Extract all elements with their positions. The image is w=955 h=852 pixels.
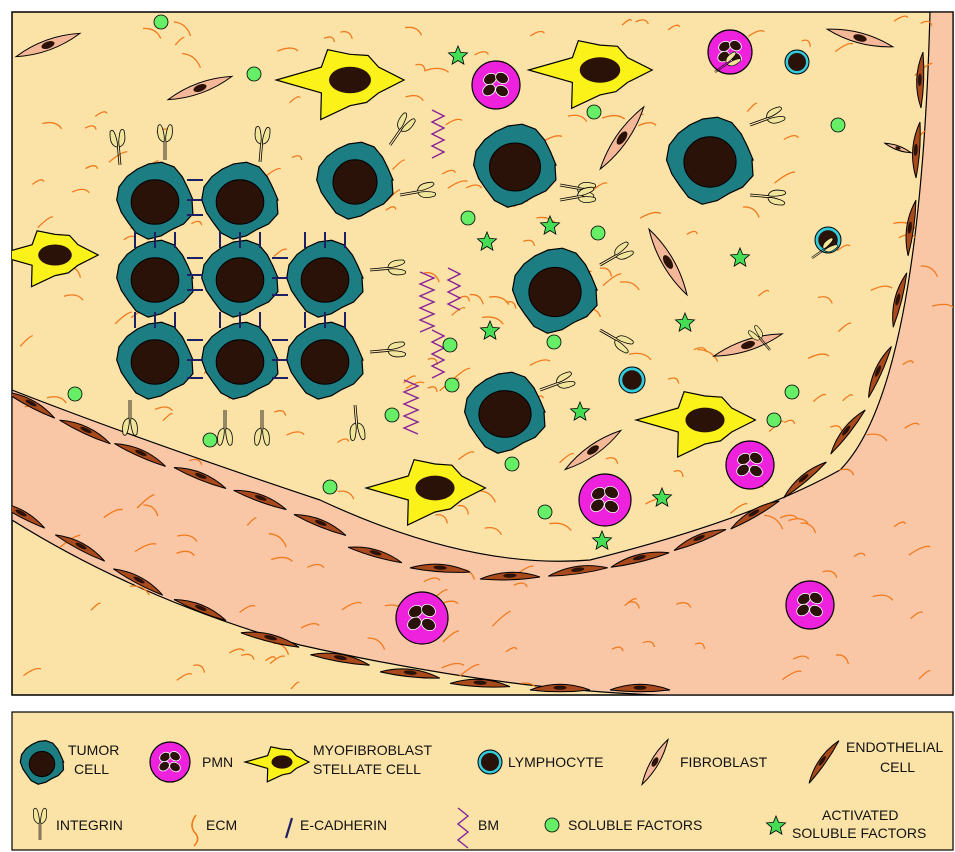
lymphocyte-cell (619, 367, 645, 393)
soluble-factor (68, 387, 82, 401)
tumor-nucleus (301, 258, 349, 302)
legend-label-e-cadherin: E-CADHERIN (300, 817, 387, 833)
pmn-cell (786, 581, 834, 629)
soluble-factor (154, 15, 168, 29)
myofibroblast-nucleus (685, 408, 724, 433)
myofibroblast-nucleus (329, 67, 371, 93)
soluble-factor (461, 211, 475, 225)
legend-label-activated-1: ACTIVATED (822, 807, 899, 823)
legend-label-tumor-2: CELL (74, 761, 109, 777)
legend-label-pmn: PMN (202, 754, 233, 770)
tumor-nucleus (333, 160, 377, 204)
soluble-factor (591, 226, 605, 240)
soluble-factor (203, 433, 217, 447)
myofibroblast-nucleus (580, 57, 621, 83)
pmn-cell (579, 474, 631, 526)
lymphocyte-cell (785, 50, 809, 74)
legend-label-integrin: INTEGRIN (56, 817, 123, 833)
legend-label-endothelial-2: CELL (880, 759, 915, 775)
myofibroblast-nucleus (415, 476, 454, 501)
soluble-factor (831, 118, 845, 132)
tumor-nucleus (216, 340, 264, 384)
tumor-nucleus (529, 267, 581, 316)
soluble-factor (385, 408, 399, 422)
soluble-factor (247, 67, 261, 81)
tumor-nucleus (479, 391, 531, 438)
main-panel (0, 12, 955, 695)
tumor-nucleus (131, 180, 179, 224)
tumor-nucleus (301, 340, 349, 384)
legend-label-soluble: SOLUBLE FACTORS (568, 817, 702, 833)
myofibroblast-nucleus (38, 244, 72, 265)
soluble-factor (445, 378, 459, 392)
legend-label-ecm: ECM (206, 817, 237, 833)
soluble-factor-icon (545, 818, 559, 832)
soluble-factor (587, 105, 601, 119)
pmn-cell (472, 61, 520, 109)
soluble-factor (323, 480, 337, 494)
legend-label-lymphocyte: LYMPHOCYTE (508, 754, 603, 770)
pmn-cell (396, 592, 448, 644)
legend-label-activated-2: SOLUBLE FACTORS (792, 825, 926, 841)
legend-label-myofibroblast-2: STELLATE CELL (313, 761, 421, 777)
tumor-nucleus (684, 137, 736, 187)
pmn-cell (708, 30, 752, 74)
tumor-nucleus (216, 258, 264, 302)
pmn-icon (150, 742, 190, 782)
legend-label-endothelial-1: ENDOTHELIAL (846, 739, 943, 755)
soluble-factor (767, 413, 781, 427)
legend-label-bm: BM (478, 817, 499, 833)
legend: TUMOR CELL PMN MYOFIBROBLAST STELLATE CE… (12, 712, 953, 850)
lymphocyte-icon (478, 750, 502, 774)
tumor-nucleus (131, 258, 179, 302)
soluble-factor (785, 385, 799, 399)
legend-label-fibroblast: FIBROBLAST (680, 754, 768, 770)
myofibroblast-nucleus (272, 755, 293, 768)
legend-label-myofibroblast-1: MYOFIBROBLAST (313, 742, 432, 758)
legend-label-tumor-1: TUMOR (68, 742, 119, 758)
tumor-nucleus (489, 143, 540, 191)
soluble-factor (443, 338, 457, 352)
soluble-factor (538, 505, 552, 519)
tumor-nucleus (29, 751, 55, 776)
tumor-nucleus (216, 180, 264, 224)
pmn-cell (726, 441, 774, 489)
soluble-factor (547, 335, 561, 349)
tumor-nucleus (131, 340, 179, 384)
soluble-factor (505, 457, 519, 471)
